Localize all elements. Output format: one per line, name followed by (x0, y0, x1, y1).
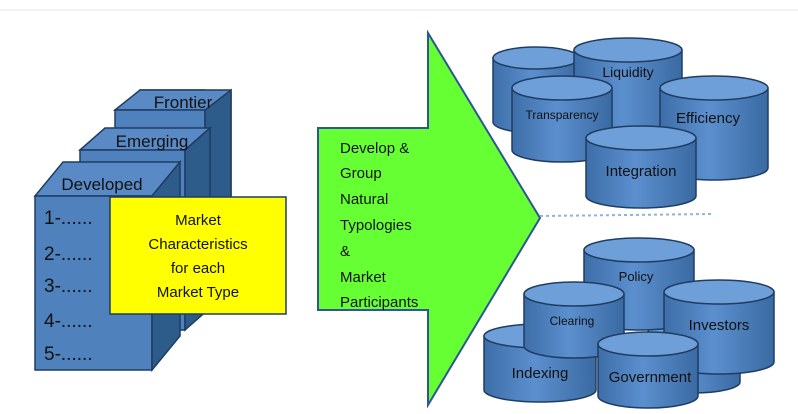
arrow-text-line: Natural (340, 191, 388, 208)
arrow-text-line: Group (340, 165, 382, 182)
top-cylinder-group: Liquidity Transparency Efficiency Integr… (492, 37, 769, 209)
arrow-text-line: Typologies (340, 217, 412, 234)
list-item: 3-...... (44, 276, 93, 297)
cylinder-integration: Integration (585, 125, 697, 209)
arrow-text-line: Develop & (340, 140, 409, 157)
list-item: 1-...... (44, 208, 93, 229)
arrow-text-line: Market (340, 269, 387, 286)
list-item: 2-...... (44, 244, 93, 265)
cylinder-label: Government (609, 369, 692, 386)
cylinder-label: Transparency (526, 108, 599, 122)
cylinder-government: Government (597, 331, 699, 409)
process-arrow: Develop & Group Natural Typologies & Mar… (317, 29, 542, 409)
arrow-text-line: & (340, 243, 350, 260)
emerging-label: Emerging (116, 132, 189, 151)
cylinder-label: Integration (606, 163, 677, 180)
cylinder-label: Indexing (512, 365, 569, 382)
connector-line (539, 213, 713, 217)
list-item: 5-...... (44, 344, 93, 365)
characteristics-line: for each (171, 260, 225, 277)
cylinder-label: Investors (689, 317, 750, 334)
cylinder-label: Efficiency (676, 110, 740, 127)
market-characteristics-box: Market Characteristics for each Market T… (109, 196, 287, 315)
cylinder-label: Policy (619, 269, 654, 284)
cylinder-label: Liquidity (602, 64, 653, 80)
frontier-label: Frontier (154, 93, 213, 112)
arrow-text-line: Participants (340, 294, 418, 311)
characteristics-line: Market Type (157, 284, 239, 301)
developed-label: Developed (61, 175, 142, 194)
cylinder-label: Clearing (550, 314, 595, 328)
list-item: 4-...... (44, 311, 93, 332)
characteristics-line: Market (175, 212, 222, 229)
characteristics-line: Characteristics (148, 236, 247, 253)
bottom-cylinder-group: Policy Investors Indexing Clearing Gover… (483, 237, 775, 409)
